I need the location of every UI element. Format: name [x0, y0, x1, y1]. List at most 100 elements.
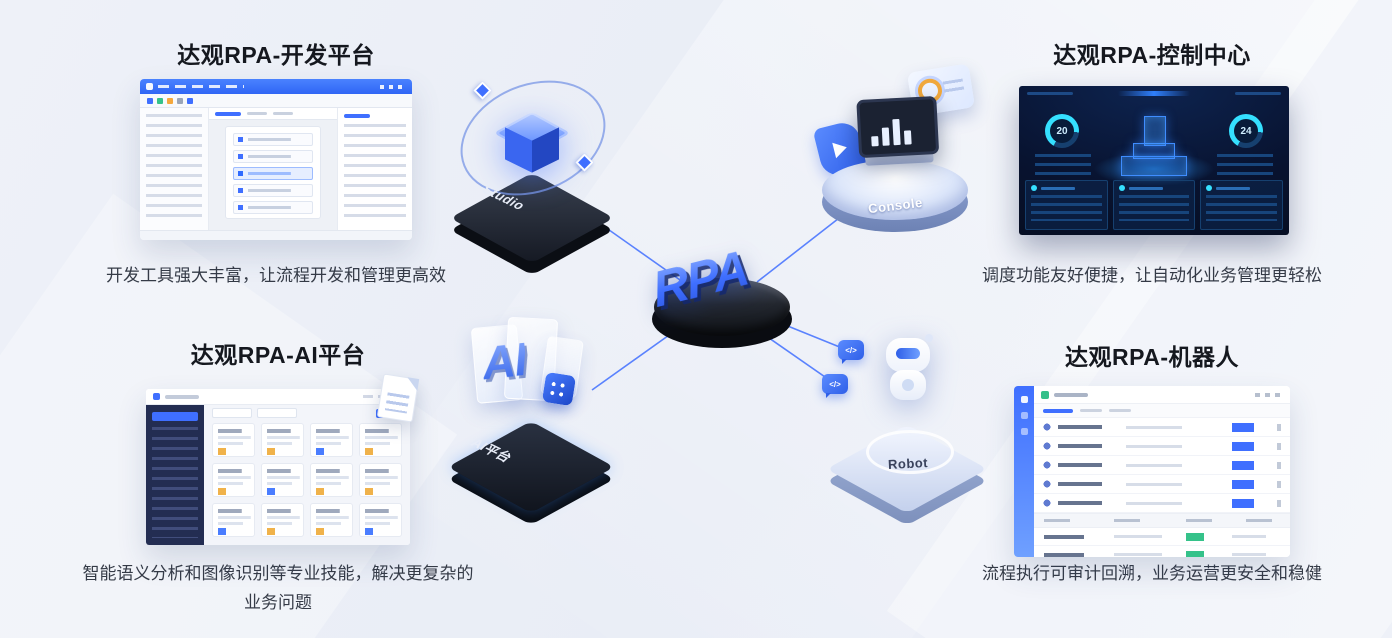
flow-step: [233, 150, 313, 163]
studio-titlebar: [140, 79, 412, 94]
chart-bar: [871, 136, 879, 147]
process-row: [1034, 494, 1290, 513]
code-glyph: </>: [845, 345, 857, 355]
gauge-value: 20: [1056, 125, 1068, 137]
robot-toolbar: [1034, 404, 1290, 418]
flow-step: [233, 184, 313, 197]
skill-card: [212, 423, 255, 457]
tab: [247, 112, 267, 115]
node-label-robot: Robot: [887, 454, 929, 473]
studio-cube-icon: [493, 106, 571, 173]
robot-antenna: [925, 334, 933, 342]
ai-main: [204, 405, 410, 545]
name-bar: [1041, 186, 1075, 190]
skeleton-lines: [1031, 195, 1102, 221]
ai-logo-icon: [153, 393, 160, 400]
table-header-row: [1034, 513, 1290, 528]
stat-panel-header: [1031, 185, 1102, 191]
ai-skill-cards: [204, 421, 410, 545]
studio-menu-bars: [158, 85, 244, 88]
name-bar: [1216, 186, 1251, 190]
skill-card: [359, 463, 402, 497]
skill-card: [212, 503, 255, 537]
code-bubble-icon: </>: [838, 340, 864, 364]
skill-card: [359, 423, 402, 457]
skill-card: [359, 503, 402, 537]
studio-body: [140, 108, 412, 230]
rail-icon: [1020, 396, 1028, 403]
ai-header: [146, 389, 410, 405]
studio-canvas: [209, 108, 337, 230]
studio-tabs: [209, 108, 337, 120]
active-tab: [215, 111, 241, 116]
dashboard-header: [1019, 86, 1289, 100]
skill-card: [212, 463, 255, 497]
robot-titlebar: [1034, 386, 1290, 404]
studio-window-controls: [380, 84, 406, 89]
title-robot: 达观RPA-机器人: [1064, 344, 1239, 370]
skill-card: [261, 423, 304, 457]
skill-card: [261, 463, 304, 497]
caption-control-center: 调度功能友好便捷，让自动化业务管理更轻松: [982, 266, 1322, 285]
title-control-center: 达观RPA-控制中心: [1053, 42, 1251, 68]
gauge-right: 24: [1229, 114, 1263, 148]
avatar: [1206, 185, 1213, 191]
studio-statusbar: [140, 230, 412, 240]
robot-app-logo-icon: [1041, 390, 1049, 399]
document-icon: [376, 373, 420, 423]
code-glyph: </>: [829, 379, 841, 389]
skeleton-lines: [1118, 195, 1190, 221]
window-controls: [1255, 392, 1283, 397]
laptop-screen: [856, 95, 940, 159]
chart-bar: [903, 130, 912, 145]
skeleton-lines: [146, 114, 202, 224]
filter-input: [257, 408, 297, 418]
flow-step: [233, 201, 313, 214]
toolbar-icon: [187, 97, 193, 104]
history-row: [1034, 546, 1290, 557]
name-bar: [1128, 186, 1163, 190]
rail-icon: [1020, 428, 1028, 435]
code-bubble-icon: </>: [822, 374, 848, 398]
rpa-hub: RPA: [648, 238, 798, 356]
building-tower: [1144, 116, 1166, 146]
sidebar-active-item: [152, 412, 198, 421]
stat-panel: [1025, 180, 1108, 230]
robot-side-rail: [1014, 386, 1034, 557]
node-studio: Studio: [443, 59, 623, 276]
gauge-value: 24: [1240, 125, 1252, 137]
toolbar-icon: [177, 97, 183, 104]
process-row: [1034, 475, 1290, 494]
tab: [273, 112, 293, 115]
app-name-bar: [1054, 392, 1088, 397]
avatar: [1031, 185, 1037, 191]
caption-dev-platform: 开发工具强大丰富，让流程开发和管理更高效: [106, 266, 446, 285]
studio-logo-icon: [146, 83, 153, 90]
chart-bar: [881, 127, 890, 146]
header-bar: [1027, 91, 1073, 95]
toolbar-icon: [157, 97, 163, 104]
skeleton-lines: [152, 427, 198, 538]
process-row: [1034, 456, 1290, 475]
title-bar: [165, 394, 199, 399]
flow-step-selected: [233, 167, 313, 180]
stat-panel: [1200, 180, 1284, 230]
skill-card: [310, 503, 353, 537]
robot-character-icon: [884, 334, 933, 418]
studio-toolbar: [140, 94, 412, 108]
monitor-chart-icon: [856, 95, 940, 168]
history-row: [1034, 528, 1290, 546]
properties-header: [344, 114, 370, 118]
studio-properties-panel: [337, 108, 412, 230]
robot-head: [886, 334, 933, 372]
city-3d-visual: [1089, 108, 1219, 186]
avatar: [1118, 185, 1125, 191]
chart-bar: [892, 118, 901, 146]
header-bar: [1235, 91, 1281, 95]
studio-screenshot: [140, 79, 412, 240]
ai-sidebar: [146, 405, 204, 545]
dashboard-title-bar: [1118, 90, 1190, 96]
ai-platform-screenshot: [146, 389, 410, 545]
robot-belly: [902, 379, 914, 391]
node-console: Console: [812, 63, 976, 244]
